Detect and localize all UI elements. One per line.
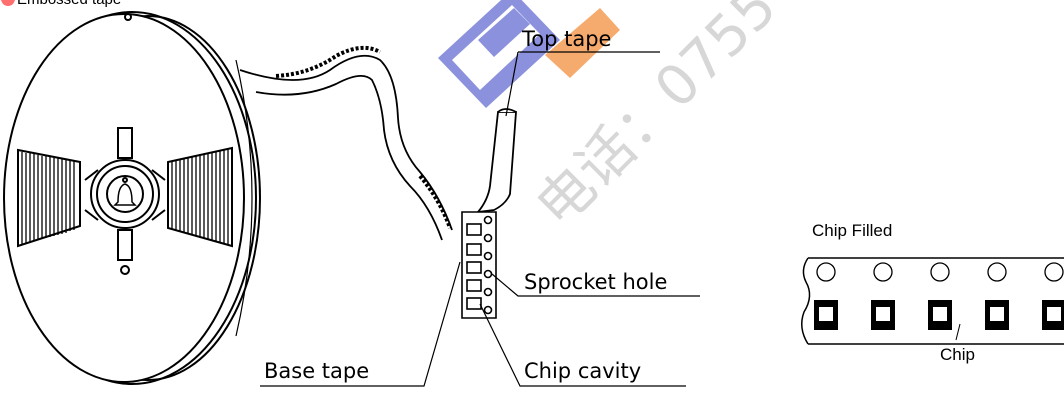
section-bullet bbox=[1, 0, 15, 6]
sprocket-holes-row bbox=[817, 263, 1063, 281]
carrier-tape bbox=[462, 212, 496, 318]
detail-title: Chip Filled bbox=[812, 221, 892, 240]
sprocket-hole bbox=[874, 263, 892, 281]
sprocket-hole bbox=[817, 263, 835, 281]
chip-cavity bbox=[1042, 300, 1064, 330]
section-label: Embossed tape bbox=[17, 0, 121, 8]
chip-cavity bbox=[985, 300, 1009, 330]
top-tape bbox=[478, 109, 516, 212]
chip-cavity bbox=[928, 300, 952, 330]
chip-label-leader bbox=[956, 324, 960, 340]
label-chip-cavity: Chip cavity bbox=[524, 359, 641, 383]
right-spoke-hatch bbox=[172, 149, 228, 244]
label-sprocket-hole: Sprocket hole bbox=[524, 270, 667, 294]
sprocket-hole bbox=[1045, 263, 1063, 281]
chips-row bbox=[814, 300, 1064, 330]
sprocket-hole bbox=[988, 263, 1006, 281]
watermark-logo bbox=[438, 0, 620, 108]
label-base-tape: Base tape bbox=[264, 359, 369, 383]
chip-cavity bbox=[871, 300, 895, 330]
chip-cavity bbox=[814, 300, 838, 330]
label-top-tape: Top tape bbox=[521, 27, 611, 51]
sprocket-hole bbox=[931, 263, 949, 281]
tape-strip bbox=[240, 48, 452, 240]
reel bbox=[4, 12, 260, 384]
detail-chip-label: Chip bbox=[940, 345, 975, 364]
